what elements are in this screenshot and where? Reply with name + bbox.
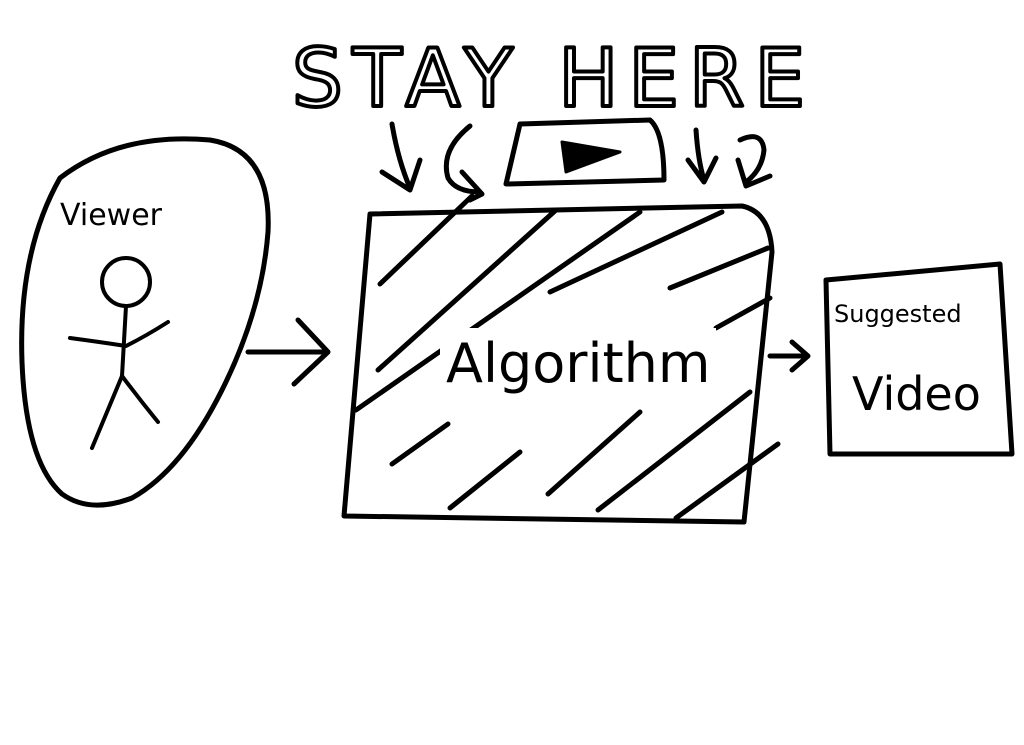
- suggested-video-box: [823, 261, 1015, 457]
- play-button-icon: [560, 140, 622, 174]
- algorithm-label-backdrop: [440, 328, 716, 404]
- suggested-video-node: Suggested Video: [823, 261, 1015, 457]
- suggested-label-line2: Video: [852, 367, 981, 421]
- arrow-down-1: [379, 121, 423, 193]
- algorithm-box: [341, 203, 775, 525]
- viewer-outline: [19, 136, 271, 508]
- title-arrows: [379, 121, 773, 203]
- arrow-viewer-to-algorithm: [245, 317, 331, 387]
- algorithm-node: Algorithm: [341, 193, 781, 525]
- video-frame: [503, 117, 667, 187]
- arrow-curve-4: [735, 134, 773, 189]
- video-player: [503, 117, 667, 187]
- arrow-curve-2: [443, 123, 485, 203]
- viewer-node: Viewer: [19, 136, 271, 508]
- diagram-title: STAY HERE: [292, 32, 815, 125]
- arrow-algorithm-to-suggested: [767, 339, 811, 373]
- arrow-down-3: [685, 127, 719, 185]
- algorithm-hatching: [353, 193, 781, 521]
- suggested-label-line1: Suggested: [834, 300, 962, 328]
- algorithm-label: Algorithm: [446, 332, 710, 395]
- stick-figure-icon: [68, 256, 170, 450]
- viewer-label: Viewer: [60, 198, 163, 233]
